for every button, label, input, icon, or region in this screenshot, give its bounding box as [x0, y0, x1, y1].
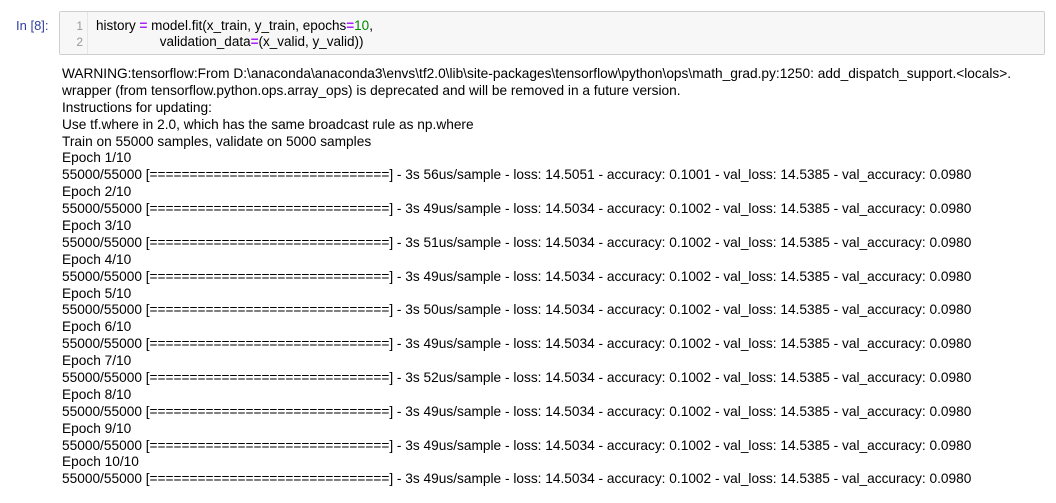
code-call: model.fit(x_train, y_train, epochs	[147, 18, 347, 33]
code-args: (x_valid, y_valid))	[258, 34, 364, 49]
output-line: Epoch 6/10	[62, 319, 132, 335]
code-number: 10	[354, 18, 370, 33]
output-line: Epoch 3/10	[62, 218, 132, 234]
output-line: wrapper (from tensorflow.python.ops.arra…	[62, 82, 681, 98]
output-line: 55000/55000 [===========================…	[62, 403, 972, 419]
code-variable: history	[96, 18, 136, 33]
line-number: 1	[76, 19, 83, 33]
output-line: Epoch 5/10	[62, 285, 132, 301]
output-line: Use tf.where in 2.0, which has the same …	[62, 116, 474, 132]
output-line: Epoch 9/10	[62, 420, 132, 436]
output-line: Epoch 1/10	[62, 150, 132, 166]
output-line: 55000/55000 [===========================…	[62, 437, 972, 453]
line-number: 2	[76, 35, 83, 49]
output-line: 55000/55000 [===========================…	[62, 268, 972, 284]
output-line: Instructions for updating:	[62, 99, 212, 115]
line-number-gutter: 1 2	[60, 12, 88, 54]
output-line: Epoch 10/10	[62, 454, 139, 470]
output-line: 55000/55000 [===========================…	[62, 471, 972, 487]
output-line: Train on 55000 samples, validate on 5000…	[62, 133, 372, 149]
output-line: WARNING:tensorflow:From D:\anaconda\anac…	[62, 66, 1012, 81]
code-line-2[interactable]: validation_data=(x_valid, y_valid))	[96, 34, 364, 50]
cell-output: WARNING:tensorflow:From D:\anaconda\anac…	[62, 66, 1052, 488]
output-line: Epoch 2/10	[62, 184, 132, 200]
output-line: 55000/55000 [===========================…	[62, 167, 972, 183]
code-operator: =	[139, 18, 148, 33]
code-operator: =	[346, 18, 355, 33]
output-line: 55000/55000 [===========================…	[62, 201, 972, 217]
output-line: Epoch 4/10	[62, 251, 132, 267]
code-punctuation: ,	[369, 18, 373, 33]
code-cell-editor[interactable]: 1 2 history = model.fit(x_train, y_train…	[59, 11, 1045, 55]
output-line: 55000/55000 [===========================…	[62, 234, 972, 250]
output-line: 55000/55000 [===========================…	[62, 370, 972, 386]
input-prompt: In [8]:	[16, 18, 49, 33]
code-operator: =	[250, 34, 259, 49]
output-line: 55000/55000 [===========================…	[62, 336, 972, 352]
output-line: 55000/55000 [===========================…	[62, 302, 972, 318]
output-line: Epoch 7/10	[62, 353, 132, 369]
output-line: Epoch 8/10	[62, 386, 132, 402]
code-line-1[interactable]: history = model.fit(x_train, y_train, ep…	[96, 18, 373, 34]
code-keyword-arg: validation_data	[96, 34, 251, 49]
